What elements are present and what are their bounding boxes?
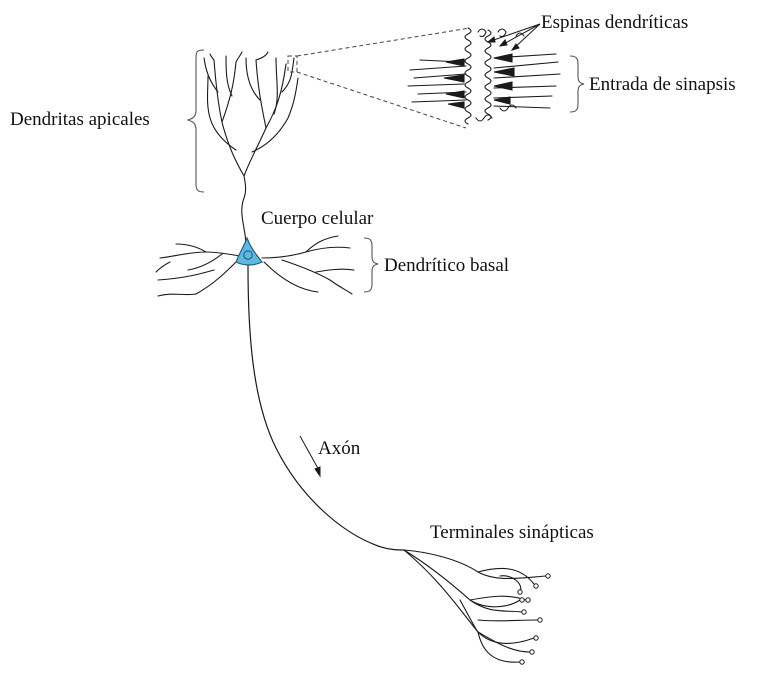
bracket-synapse: [570, 56, 584, 112]
label-apical-dendrites: Dendritas apicales: [10, 110, 150, 129]
spine-arrows: [488, 24, 540, 50]
label-cell-body: Cuerpo celular: [261, 209, 373, 228]
label-synaptic-terminals: Terminales sinápticas: [430, 523, 594, 542]
terminal-boutons: [518, 574, 550, 664]
label-dendritic-spines: Espinas dendríticas: [541, 13, 688, 32]
zoom-guides: [288, 28, 470, 128]
dendrite-wall-right: [485, 30, 491, 120]
bracket-basal: [364, 238, 378, 292]
label-axon: Axón: [318, 439, 360, 458]
label-synapse-input: Entrada de sinapsis: [589, 75, 736, 94]
bracket-apical: [188, 50, 204, 192]
synapse-inputs-left: [408, 59, 466, 108]
axon: [248, 266, 404, 550]
synaptic-terminals: [404, 550, 546, 662]
apical-trunk: [242, 176, 246, 246]
synapse-inputs-right: [494, 54, 560, 108]
dendrite-wall-left: [465, 28, 471, 124]
axon-direction-arrow: [300, 436, 320, 476]
label-basal-dendrite: Dendrítico basal: [384, 256, 509, 275]
cell-body: [236, 238, 262, 265]
basal-dendrites: [156, 236, 354, 296]
